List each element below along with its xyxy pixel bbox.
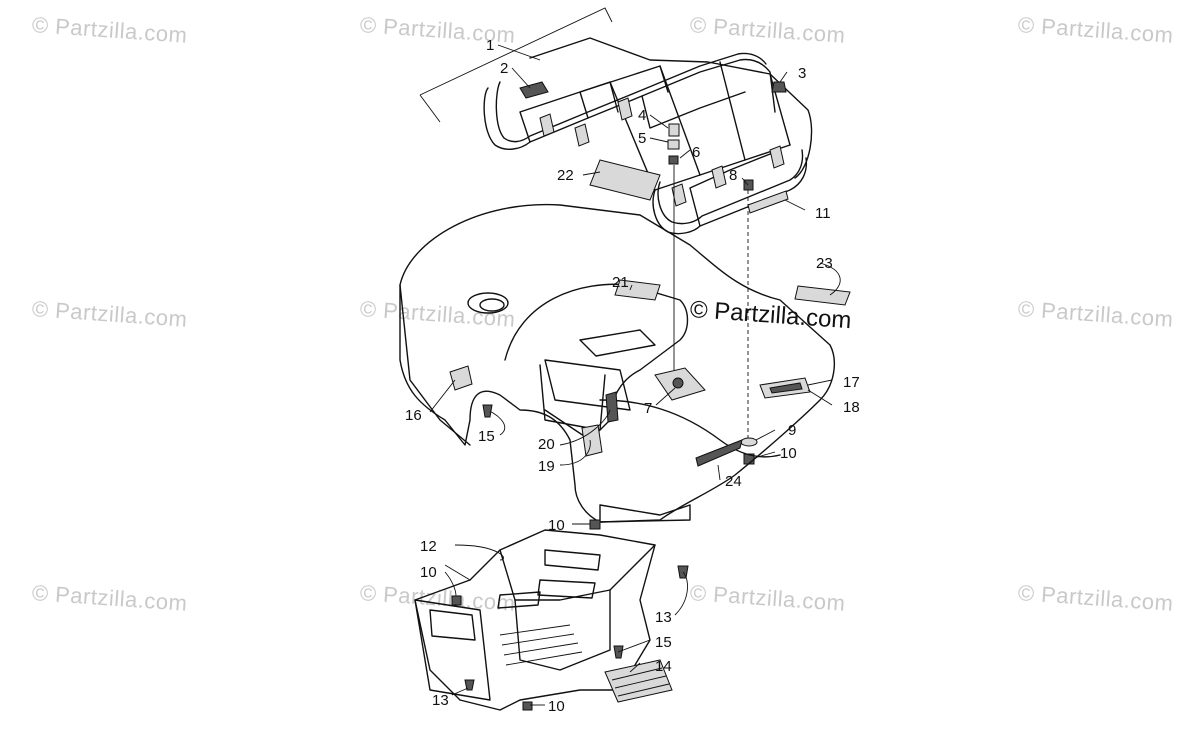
grommet-part-16: [449, 365, 473, 391]
callout-4: 4: [638, 107, 646, 124]
rack-decal-part-11: [747, 190, 789, 214]
screw-part-15-upper: [482, 404, 493, 418]
label-part-19: [581, 424, 603, 457]
footwell-side-slot: [429, 609, 476, 641]
callout-2: 2: [500, 60, 508, 77]
callout-20: 20: [538, 436, 555, 453]
rack-crossbar-1: [519, 81, 619, 143]
spacer-part-5: [667, 139, 680, 150]
callout-14: 14: [655, 658, 672, 675]
bolt-part-4: [668, 123, 680, 137]
callout-labels: 1 2 3 4 5 6 7 8 9 10 10 10 10 11 12 13 1…: [405, 37, 860, 715]
rack-foot-3: [617, 97, 633, 121]
label-part-20: [605, 391, 619, 423]
fender-gas-cap-recess: [467, 292, 509, 314]
callout-13-left: 13: [432, 692, 449, 709]
washer-part-9: [740, 437, 758, 447]
callout-13-right: 13: [655, 609, 672, 626]
rack-crossbar-2: [579, 65, 669, 119]
fender-gas-cap-inner: [479, 298, 505, 312]
rack-crossbar-4: [689, 149, 781, 227]
storage-box-wall: [539, 364, 606, 431]
fender-storage-opening: [504, 283, 689, 441]
footwell-step-slot: [497, 591, 541, 609]
callout-8: 8: [729, 167, 737, 184]
callout-21: 21: [612, 274, 629, 291]
nut-part-6: [668, 155, 679, 165]
callout-10-left: 10: [420, 564, 437, 581]
decal-part-22: [589, 159, 661, 201]
callout-15-lower: 15: [655, 634, 672, 651]
rack-foot-2: [574, 123, 590, 147]
decal-part-21: [614, 279, 661, 301]
nut-part-10-middle: [589, 519, 601, 530]
storage-box-lid: [544, 359, 631, 411]
callout-16: 16: [405, 407, 422, 424]
fender-right-contour: [599, 399, 781, 458]
callout-17: 17: [843, 374, 860, 391]
leader-lines: [429, 44, 841, 706]
footrest-tread: [611, 667, 670, 697]
fender-access-cap-center: [672, 377, 684, 389]
callout-5: 5: [638, 130, 646, 147]
footwell-side-panel: [414, 599, 491, 701]
callout-23: 23: [816, 255, 833, 272]
callout-10-middle: 10: [548, 517, 565, 534]
callout-3: 3: [798, 65, 806, 82]
decal-part-23: [794, 285, 851, 306]
rack-foot-4: [671, 183, 687, 207]
rack-foot-6: [769, 145, 785, 169]
callout-6: 6: [692, 144, 700, 161]
footwell-panel-2: [537, 579, 596, 599]
fender-lower-lip: [599, 504, 691, 523]
callout-1: 1: [486, 37, 494, 54]
rack-assembly-bracket: [419, 7, 613, 123]
footrest-part-14: [604, 659, 673, 703]
rack-rail-left: [483, 58, 776, 150]
rack-rail-front: [652, 157, 808, 235]
fender-left-edge: [399, 284, 471, 446]
screw-part-13-left: [464, 679, 475, 691]
footwell-tread-lines: [499, 624, 583, 666]
callout-10-upper: 10: [780, 445, 797, 462]
callout-9: 9: [788, 422, 796, 439]
rack-foot-5: [711, 165, 727, 189]
footwell: [414, 529, 673, 711]
nut-part-10-lower: [522, 701, 533, 711]
rack-hardware: [667, 81, 787, 465]
rack-crossbar-3: [641, 91, 746, 129]
rack-rail-front-inner: [657, 149, 804, 225]
rear-rack: [419, 7, 813, 235]
callout-7: 7: [644, 400, 652, 417]
footwell-back-wall: [499, 544, 656, 601]
decal-part-24: [695, 439, 743, 467]
bolt-part-8: [743, 179, 754, 191]
fender-outline: [399, 203, 836, 523]
rear-fender: [399, 203, 836, 523]
rack-rail-left-inner: [495, 52, 767, 143]
nut-part-3: [771, 81, 787, 93]
footwell-floor: [514, 589, 611, 671]
callout-11: 11: [815, 205, 831, 222]
rack-bracket-part-2: [519, 81, 549, 99]
nut-part-10-left: [451, 595, 462, 606]
rack-foot-1: [539, 113, 555, 137]
callout-12: 12: [420, 538, 437, 555]
callout-18: 18: [843, 399, 860, 416]
footwell-panel-1: [544, 549, 601, 571]
storage-box-floor: [579, 329, 656, 357]
callout-22: 22: [557, 167, 574, 184]
rack-rail-top: [529, 37, 813, 179]
callout-24: 24: [725, 473, 742, 490]
callout-15-upper: 15: [478, 428, 495, 445]
reflector-part-18: [769, 382, 803, 394]
rack-side-rails: [609, 61, 791, 191]
callout-10-lower: 10: [548, 698, 565, 715]
callout-19: 19: [538, 458, 555, 475]
